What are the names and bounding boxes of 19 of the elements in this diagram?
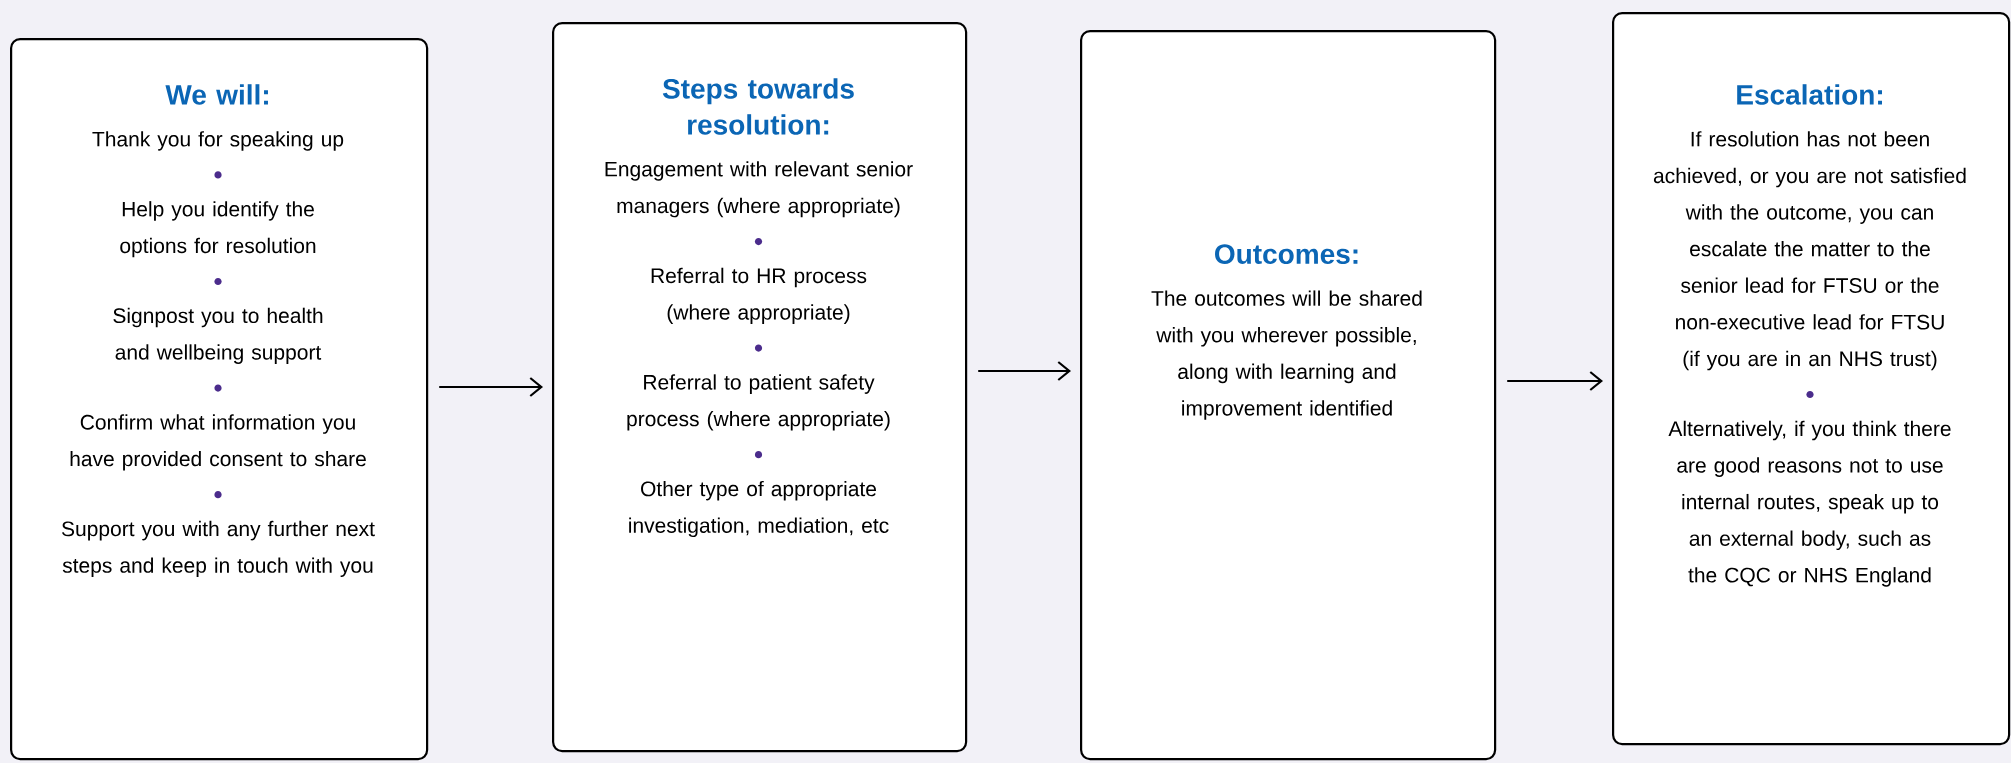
box-heading: We will: — [165, 84, 268, 105]
arrow — [1507, 371, 1603, 391]
arrow — [978, 361, 1071, 381]
box-text: Referral to HR process (where appropriate) — [651, 267, 867, 324]
box-text: Alternatively, if you think there are good reasons not to use internal routes, speak up to an external body, such as the CQC or NHS England — [1668, 420, 1951, 587]
box-heading: Steps towards resolution: — [662, 78, 854, 135]
box-text: Support you with any further next steps and keep in touch with you — [62, 520, 375, 577]
box-text: Referral to patient safety process (where appropriate) — [627, 374, 890, 431]
box-text: Help you identify the options for resolution — [120, 201, 316, 258]
box-heading: Outcomes: — [1215, 244, 1358, 264]
box-text: Confirm what information you have provided consent to share — [70, 414, 366, 471]
box-heading: Escalation: — [1737, 84, 1882, 105]
box-text: Signpost you to health and wellbeing support — [113, 307, 323, 364]
box-text: Other type of appropriate investigation, mediation, etc — [629, 480, 889, 538]
box-text: Engagement with relevant senior managers (where appropriate) — [605, 161, 913, 218]
box-text: If resolution has not been achieved, or you are not satisfied with the outcome, you can escalate the matter to the senior lead for FTSU or the non-executive lead for FTSU (if you are in an NHS trust) — [1653, 131, 1966, 371]
box-text: The outcomes will be shared with you wherever possible, along with learning and improvement identified — [1151, 290, 1422, 420]
box-text: Thank you for speaking up — [92, 131, 344, 151]
arrow — [439, 377, 543, 397]
